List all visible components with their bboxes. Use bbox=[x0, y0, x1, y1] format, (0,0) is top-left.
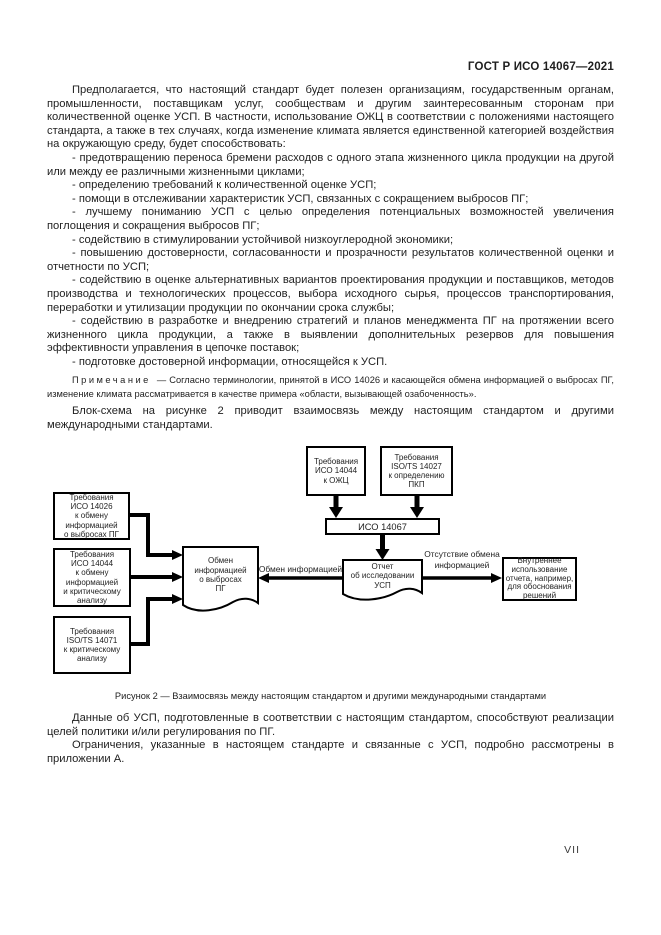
arrow-iso14044review-to-communication bbox=[130, 572, 183, 582]
bullet-item: - определению требований к количественно… bbox=[72, 179, 377, 192]
node-iso14044-lca: Требования ИСО 14044 к ОЖЦ bbox=[306, 446, 366, 496]
arrow-report-to-communication bbox=[258, 573, 343, 583]
document-shape-ghg-communication bbox=[182, 546, 259, 612]
document-cfp-report-label: Отчет об исследовании УСП bbox=[350, 561, 415, 590]
edge-label-no-communication: Отсутствие обмена информацией bbox=[424, 549, 500, 570]
page-header: ГОСТ Р ИСО 14067—2021 bbox=[467, 61, 614, 73]
diagram-arrows-layer bbox=[130, 496, 502, 646]
note-label: Примечание bbox=[72, 375, 151, 386]
node-iso14067: ИСО 14067 bbox=[325, 518, 440, 535]
arrow-isots14027-to-iso14067 bbox=[410, 496, 424, 518]
document-shape-cfp-report bbox=[342, 559, 423, 601]
bullet-item: - подготовке достоверной информации, отн… bbox=[72, 355, 388, 368]
node-iso14026: Требования ИСО 14026 к обмену информацие… bbox=[53, 492, 130, 540]
intro-paragraph: Предполагается, что настоящий стандарт б… bbox=[47, 84, 614, 151]
arrow-iso14067-to-report bbox=[375, 535, 390, 560]
edge-label-communication: Обмен информацией bbox=[258, 564, 343, 574]
figure-intro-paragraph: Блок-схема на рисунке 2 приводит взаимос… bbox=[47, 405, 614, 431]
node-iso14044-review: Требования ИСО 14044 к обмену информацие… bbox=[53, 548, 131, 607]
closing-paragraph-2: Ограничения, указанные в настоящем станд… bbox=[47, 739, 614, 765]
figure-caption: Рисунок 2 — Взаимосвязь между настоящим … bbox=[114, 691, 547, 701]
arrow-isots14071-to-communication bbox=[130, 594, 183, 646]
arrow-iso14026-to-communication bbox=[130, 513, 183, 560]
node-isots14071: Требования ISO/TS 14071 к критическому а… bbox=[53, 616, 131, 674]
bullet-list: - предотвращению переноса бремени расход… bbox=[47, 152, 614, 370]
bullet-item: - повышению достоверности, согласованнос… bbox=[47, 247, 614, 273]
closing-paragraphs: Данные об УСП, подготовленные в соответс… bbox=[47, 712, 614, 766]
body-text: Предполагается, что настоящий стандарт б… bbox=[47, 84, 614, 432]
bullet-item: - лучшему пониманию УСП с целью определе… bbox=[47, 206, 614, 232]
figure-2-diagram: Требования ИСО 14044 к ОЖЦ Требования IS… bbox=[45, 443, 620, 693]
node-isots14027: Требования ISO/TS 14027 к определению ПК… bbox=[380, 446, 453, 496]
bullet-item: - предотвращению переноса бремени расход… bbox=[47, 151, 614, 178]
page-number: VII bbox=[564, 844, 580, 856]
note-text: — Согласно терминологии, принятой в ИСО … bbox=[47, 375, 614, 399]
arrow-iso14044lca-to-iso14067 bbox=[329, 496, 343, 518]
bullet-item: - помощи в отслеживании характеристик УС… bbox=[72, 192, 529, 205]
bullet-item: - содействию в разработке и внедрению ст… bbox=[47, 315, 614, 355]
node-internal-use: Внутреннее использование отчета, наприме… bbox=[502, 556, 577, 601]
document-ghg-communication-label: Обмен информацией о выбросах ПГ bbox=[194, 556, 247, 594]
closing-paragraph-1: Данные об УСП, подготовленные в соответс… bbox=[47, 712, 614, 738]
bullet-item: - содействию в стимулировании устойчивой… bbox=[72, 233, 454, 246]
note-paragraph: Примечание— Согласно терминологии, приня… bbox=[47, 374, 614, 401]
bullet-item: - содействию в оценке альтернативных вар… bbox=[47, 274, 614, 314]
arrow-report-to-internal-use bbox=[422, 573, 502, 583]
